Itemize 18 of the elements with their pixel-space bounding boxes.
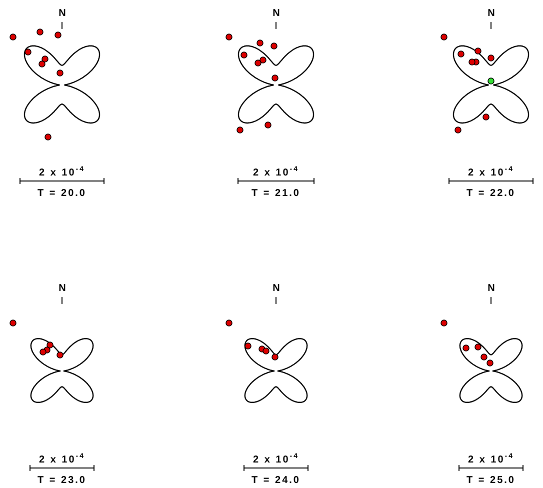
time-label: T = 22.0 [466,188,516,200]
time-label: T = 23.0 [38,475,86,487]
scale-label: 2 x 10$^{-4}$ [252,452,300,466]
time-label: T = 25.0 [466,475,516,487]
north-label: N [488,8,496,20]
time-label: T = 21.0 [252,188,300,200]
north-label: N [272,8,282,20]
north-label: N [488,283,496,295]
north-label: N [272,283,282,295]
scale-label: 2 x 10$^{-4}$ [468,452,514,466]
scale-label: 2 x 10$^{-4}$ [38,452,86,466]
time-label: T = 20.0 [38,188,86,200]
scale-label: 2 x 10$^{-4}$ [38,165,86,180]
scale-label: 2 x 10$^{-4}$ [252,165,300,180]
north-label: N [58,283,68,295]
time-label: T = 24.0 [252,475,300,487]
north-label: N [58,8,68,20]
scale-label: 2 x 10$^{-4}$ [468,165,514,180]
